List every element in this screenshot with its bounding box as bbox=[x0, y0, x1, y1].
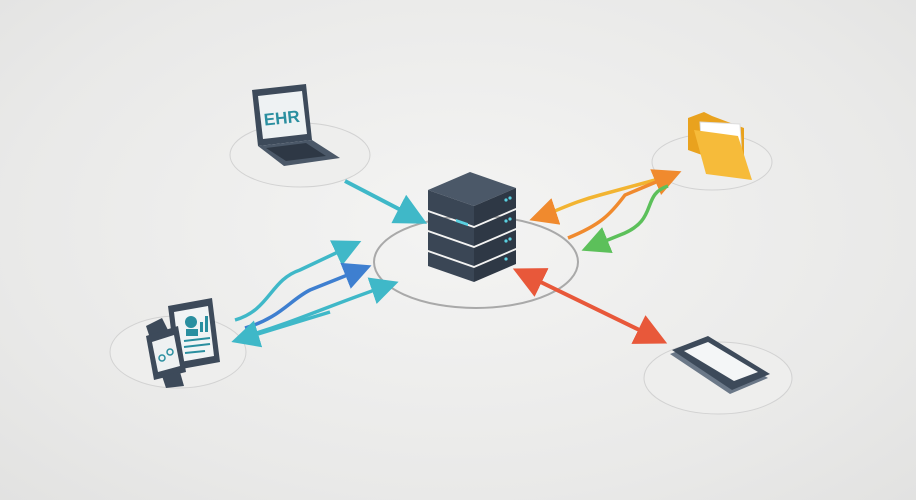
server-to-wearable-arrow bbox=[231, 310, 331, 348]
smartwatch-and-health-report-icon bbox=[146, 298, 220, 388]
server-phone-bidirectional-arrow bbox=[512, 268, 668, 344]
wearable-to-server-arrow-top bbox=[234, 240, 362, 322]
ehr-laptop-icon: EHR bbox=[252, 84, 340, 166]
ehr-screen-label: EHR bbox=[263, 107, 301, 130]
server-to-folder-arrow bbox=[567, 169, 682, 240]
folder-to-server-green-arrow bbox=[581, 184, 669, 254]
smartphone-icon bbox=[670, 336, 770, 394]
laptop-to-server-arrow bbox=[344, 179, 428, 224]
central-server-icon bbox=[428, 172, 516, 282]
data-flow-arrows bbox=[231, 169, 682, 348]
folder-icon bbox=[688, 112, 752, 180]
folder-to-server-arrow bbox=[529, 174, 671, 225]
